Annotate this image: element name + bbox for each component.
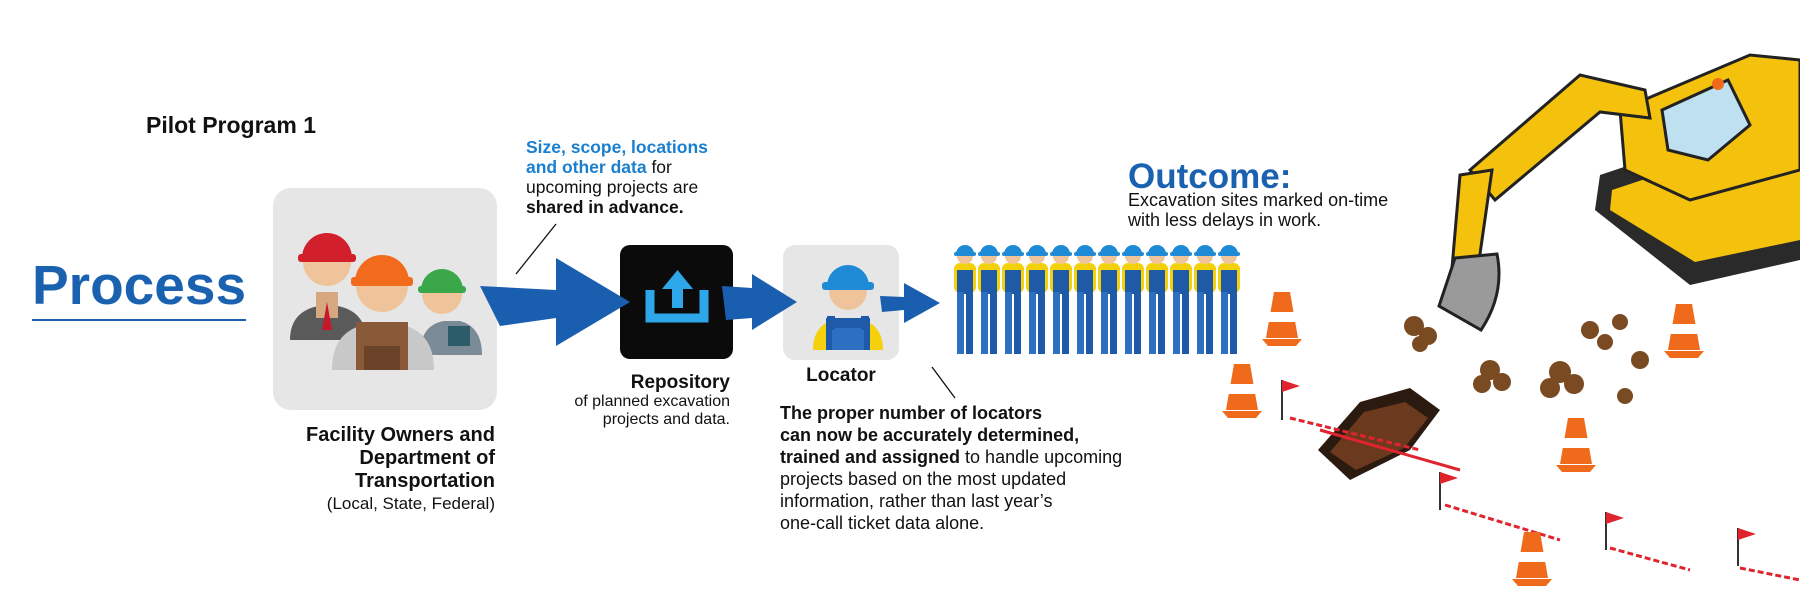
pnote-plain-4: projects based on the most updated — [780, 469, 1067, 489]
locator-note: The proper number of locators can now be… — [780, 402, 1160, 534]
locator-worker-icon — [813, 265, 883, 350]
outcome-line-2: with less delays in work. — [1128, 210, 1322, 230]
upload-icon — [645, 270, 709, 323]
pnote-plain-5: information, rather than last year’s — [780, 491, 1053, 511]
marker-flags — [1281, 380, 1756, 566]
owners-line-2: Department of — [359, 447, 495, 469]
owners-workers-icon — [290, 233, 482, 370]
arrow-repository-to-locator — [722, 274, 797, 330]
owners-line-3: Transportation — [354, 470, 495, 492]
pnote-plain-3: to handle upcoming — [960, 447, 1123, 467]
process-label: Process — [32, 258, 247, 321]
owners-line-1: Facility Owners and — [306, 424, 495, 446]
facility-owners-caption: Facility Owners and Department of Transp… — [270, 424, 495, 493]
locator-title: Locator — [806, 365, 876, 386]
note-bold-3: shared in advance. — [526, 197, 684, 217]
outcome-line-1: Excavation sites marked on-time — [1128, 190, 1389, 210]
pilot-title: Pilot Program 1 — [146, 112, 316, 138]
pnote-bold-2: can now be accurately determined, — [780, 425, 1080, 445]
outcome-text: Excavation sites marked on-time with les… — [1128, 190, 1388, 230]
repository-sub: of planned excavation projects and data. — [540, 393, 730, 429]
note-highlight-2: and other data — [526, 157, 647, 177]
arrow-owners-to-repository — [480, 258, 630, 346]
excavation-scene — [1222, 53, 1800, 586]
note-leader-line — [515, 223, 557, 275]
pnote-bold-1: The proper number of locators — [780, 403, 1043, 423]
locator-leader-line — [931, 366, 956, 399]
note-plain-2: upcoming projects are — [526, 177, 699, 197]
pnote-bold-3: trained and assigned — [780, 447, 961, 467]
excavator-bucket — [1437, 252, 1501, 332]
data-sharing-note: Size, scope, locations and other data fo… — [526, 137, 708, 217]
excavator-stick — [1450, 168, 1494, 270]
outcome-title: Outcome: — [1128, 157, 1292, 196]
pnote-plain-6: one-call ticket data alone. — [780, 513, 985, 533]
excavator-boom — [1467, 73, 1652, 203]
arrow-locator-to-team — [880, 283, 940, 323]
dirt-piles — [1404, 314, 1649, 404]
repository-sub-2: projects and data. — [602, 411, 730, 428]
owners-sub: (Local, State, Federal) — [326, 494, 495, 513]
note-plain-1: for — [646, 157, 672, 177]
note-highlight-1: Size, scope, locations — [526, 137, 708, 157]
locator-team-icon — [954, 245, 1240, 354]
repository-title: Repository — [630, 372, 730, 393]
repository-sub-1: of planned excavation — [574, 393, 730, 410]
traffic-cones — [1222, 292, 1704, 586]
